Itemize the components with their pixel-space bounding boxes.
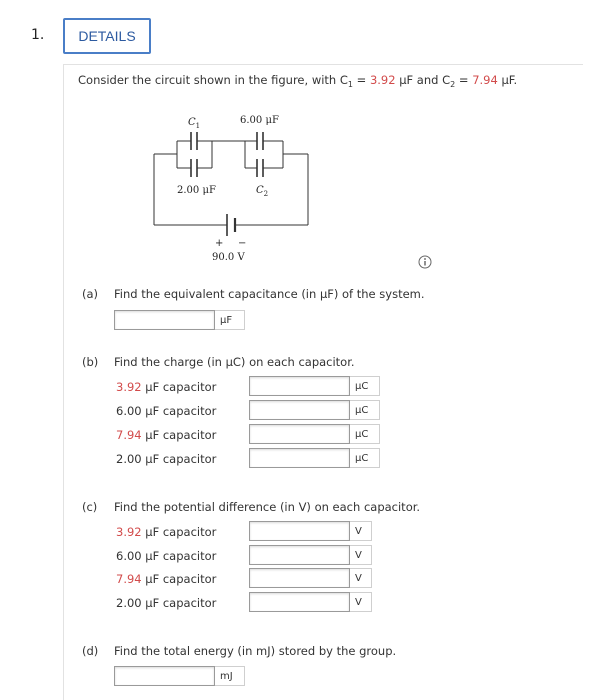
part-c-answer-input[interactable]: [249, 521, 350, 541]
circuit-diagram: C1 6.00 μF 2.00 μF C2 + − 90.0 V: [153, 115, 309, 263]
part-c-row-label: 7.94 μF capacitor: [116, 572, 217, 586]
part-b-unit: μC: [350, 376, 380, 396]
c1-value: 3.92: [369, 73, 396, 87]
part-c-row-label: 2.00 μF capacitor: [116, 596, 217, 610]
part-b-row-label: 3.92 μF capacitor: [116, 380, 217, 394]
part-c-answer-input[interactable]: [249, 545, 350, 565]
part-d-unit: mJ: [215, 666, 245, 686]
part-c-unit: V: [350, 521, 372, 541]
left-divider: [63, 64, 64, 700]
part-b-answer-input[interactable]: [249, 448, 350, 468]
part-b-prompt: (b)Find the charge (in μC) on each capac…: [82, 355, 355, 369]
part-d-prompt: (d)Find the total energy (in mJ) stored …: [82, 644, 397, 658]
question-text: Consider the circuit shown in the figure…: [78, 73, 518, 89]
c-bottom-left-value-label: 2.00 μF: [177, 185, 216, 196]
battery-minus-sign: −: [238, 238, 246, 249]
battery-plus-sign: +: [215, 238, 223, 249]
part-b-answer-input[interactable]: [249, 376, 350, 396]
part-b-answer-input[interactable]: [249, 424, 350, 444]
part-c-row-label: 3.92 μF capacitor: [116, 525, 217, 539]
part-b-row-label: 7.94 μF capacitor: [116, 428, 217, 442]
part-c-answer-input[interactable]: [249, 592, 350, 612]
part-d-answer-input[interactable]: [114, 666, 215, 686]
c-top-value-label: 6.00 μF: [240, 115, 279, 126]
c1-label: C1: [188, 117, 200, 130]
header-divider: [63, 64, 583, 65]
part-c-unit: V: [350, 568, 372, 588]
part-b-answer-input[interactable]: [249, 400, 350, 420]
part-c-prompt: (c)Find the potential difference (in V) …: [82, 500, 421, 514]
c2-value: 7.94: [472, 73, 498, 87]
part-c-row-label: 6.00 μF capacitor: [116, 549, 217, 563]
part-b-row-label: 2.00 μF capacitor: [116, 452, 217, 466]
part-a-unit: μF: [215, 310, 245, 330]
info-icon[interactable]: [418, 255, 432, 269]
part-b-unit: μC: [350, 400, 380, 420]
details-button[interactable]: DETAILS: [63, 18, 151, 54]
question-number: 1.: [31, 27, 45, 43]
part-b-unit: μC: [350, 424, 380, 444]
part-c-unit: V: [350, 545, 372, 565]
part-c-answer-input[interactable]: [249, 568, 350, 588]
part-a-answer-input[interactable]: [114, 310, 215, 330]
part-b-row-label: 6.00 μF capacitor: [116, 404, 217, 418]
part-b-unit: μC: [350, 448, 380, 468]
c2-label: C2: [256, 185, 268, 198]
part-c-unit: V: [350, 592, 372, 612]
battery-value-label: 90.0 V: [212, 252, 245, 263]
part-a-prompt: (a)Find the equivalent capacitance (in μ…: [82, 287, 425, 301]
